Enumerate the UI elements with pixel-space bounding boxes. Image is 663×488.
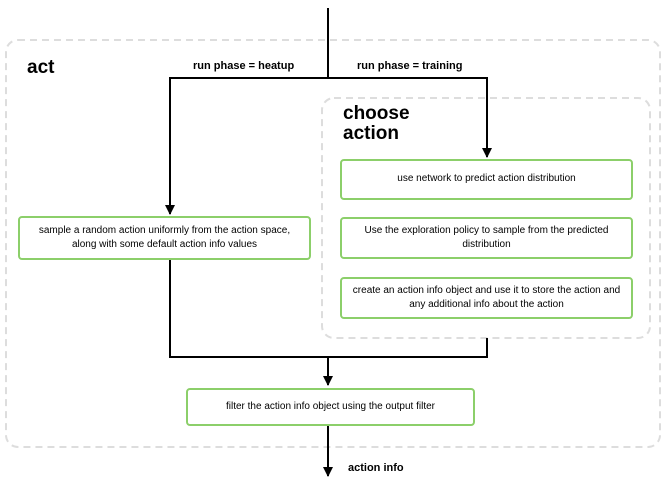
act-title: act [27,57,55,78]
act-container [5,39,661,448]
predict-action-distribution-node: use network to predict action distributi… [340,159,633,200]
training-edge-label: run phase = training [357,60,463,72]
output-edge-label: action info [348,462,404,474]
training-merge-edge [328,338,488,358]
filter-output-node: filter the action info object using the … [186,388,475,426]
choose-action-title: choose action [343,103,410,144]
training-edge [328,77,492,158]
action-info-object-node: create an action info object and use it … [340,277,633,319]
heatup-edge-label: run phase = heatup [193,60,295,72]
sample-random-action-node: sample a random action uniformly from th… [18,216,311,260]
exploration-policy-node: Use the exploration policy to sample fro… [340,217,633,259]
heatup-edge [165,77,328,215]
heatup-merge-edge [169,260,328,358]
